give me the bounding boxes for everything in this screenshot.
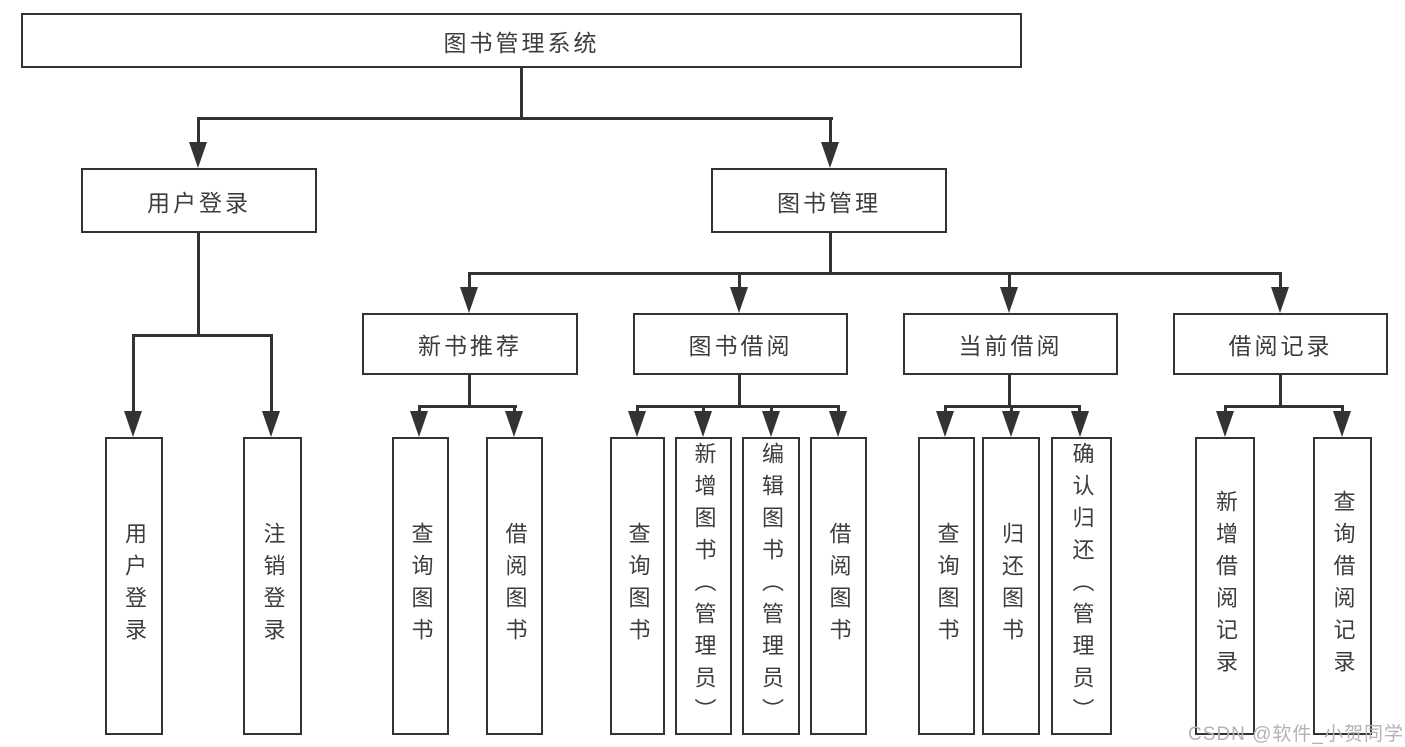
leaf-label: 用户登录 bbox=[122, 522, 147, 650]
leaf-label: 查询图书 bbox=[934, 522, 960, 650]
arrow-down-icon bbox=[829, 411, 847, 437]
arrow-down-icon bbox=[730, 287, 748, 313]
connector-segment bbox=[418, 405, 421, 413]
leaf-label: 查询借阅记录 bbox=[1330, 490, 1356, 682]
arrow-down-icon bbox=[505, 411, 523, 437]
node-new-book-recommend: 新书推荐 bbox=[362, 313, 578, 375]
arrow-down-icon bbox=[694, 411, 712, 437]
leaf-label: 新增借阅记录 bbox=[1213, 490, 1238, 682]
leaf-logout: 注销登录 bbox=[243, 437, 302, 735]
connector-segment bbox=[197, 117, 200, 144]
leaf-user-login: 用户登录 bbox=[105, 437, 163, 735]
node-user-login: 用户登录 bbox=[81, 168, 317, 233]
leaf-return-books: 归还图书 bbox=[982, 437, 1040, 735]
connector-segment bbox=[837, 405, 840, 413]
connector-segment bbox=[1008, 373, 1011, 407]
connector-segment bbox=[1224, 405, 1344, 408]
connector-segment bbox=[132, 334, 135, 412]
connector-segment bbox=[770, 405, 773, 413]
connector-segment bbox=[197, 117, 833, 120]
arrow-down-icon bbox=[189, 142, 207, 168]
leaf-query-borrow-record: 查询借阅记录 bbox=[1313, 437, 1372, 735]
connector-segment bbox=[132, 334, 273, 337]
leaf-label: 归还图书 bbox=[999, 522, 1024, 650]
connector-segment bbox=[636, 405, 840, 408]
connector-segment bbox=[829, 232, 832, 274]
leaf-query-books-recommend: 查询图书 bbox=[392, 437, 449, 735]
node-current-borrow: 当前借阅 bbox=[903, 313, 1118, 375]
arrow-down-icon bbox=[460, 287, 478, 313]
arrow-down-icon bbox=[936, 411, 954, 437]
leaf-add-books-admin: 新增图书（管理员） bbox=[675, 437, 732, 735]
connector-segment bbox=[1078, 405, 1081, 413]
arrow-down-icon bbox=[1216, 411, 1234, 437]
connector-segment bbox=[829, 117, 832, 144]
connector-segment bbox=[197, 232, 200, 336]
connector-segment bbox=[1224, 405, 1227, 413]
leaf-confirm-return-admin: 确认归还（管理员） bbox=[1051, 437, 1112, 735]
connector-segment bbox=[1279, 272, 1282, 289]
connector-segment bbox=[1008, 272, 1011, 289]
node-borrow-records: 借阅记录 bbox=[1173, 313, 1388, 375]
arrow-down-icon bbox=[821, 142, 839, 168]
leaf-label: 注销登录 bbox=[260, 522, 286, 650]
connector-segment bbox=[702, 405, 705, 413]
connector-segment bbox=[520, 68, 523, 119]
arrow-down-icon bbox=[762, 411, 780, 437]
leaf-label: 借阅图书 bbox=[826, 522, 852, 650]
connector-segment bbox=[944, 405, 947, 413]
leaf-add-borrow-record: 新增借阅记录 bbox=[1195, 437, 1255, 735]
connector-segment bbox=[468, 373, 471, 407]
node-root-title: 图书管理系统 bbox=[21, 13, 1022, 68]
leaf-label: 确认归还（管理员） bbox=[1069, 442, 1095, 730]
arrow-down-icon bbox=[262, 411, 280, 437]
watermark: CSDN @软件_小贺同学 bbox=[1188, 724, 1404, 745]
leaf-edit-books-admin: 编辑图书（管理员） bbox=[742, 437, 800, 735]
connector-segment bbox=[1010, 405, 1013, 413]
arrow-down-icon bbox=[1002, 411, 1020, 437]
leaf-borrow-books-recommend: 借阅图书 bbox=[486, 437, 543, 735]
leaf-label: 查询图书 bbox=[408, 522, 434, 650]
arrow-down-icon bbox=[1333, 411, 1351, 437]
node-book-borrow: 图书借阅 bbox=[633, 313, 848, 375]
leaf-query-books-borrow: 查询图书 bbox=[610, 437, 665, 735]
connector-segment bbox=[636, 405, 639, 413]
arrow-down-icon bbox=[1271, 287, 1289, 313]
connector-segment bbox=[468, 272, 1282, 275]
connector-segment bbox=[513, 405, 516, 413]
leaf-label: 编辑图书（管理员） bbox=[759, 442, 784, 730]
leaf-label: 查询图书 bbox=[625, 522, 651, 650]
arrow-down-icon bbox=[1071, 411, 1089, 437]
connector-segment bbox=[418, 405, 517, 408]
arrow-down-icon bbox=[628, 411, 646, 437]
connector-segment bbox=[738, 272, 741, 289]
connector-segment bbox=[270, 334, 273, 412]
connector-segment bbox=[738, 373, 741, 407]
leaf-label: 借阅图书 bbox=[502, 522, 528, 650]
arrow-down-icon bbox=[1000, 287, 1018, 313]
leaf-query-books-current: 查询图书 bbox=[918, 437, 975, 735]
connector-segment bbox=[468, 272, 471, 289]
node-book-management: 图书管理 bbox=[711, 168, 947, 233]
connector-segment bbox=[1279, 373, 1282, 407]
arrow-down-icon bbox=[124, 411, 142, 437]
leaf-label: 新增图书（管理员） bbox=[691, 442, 717, 730]
leaf-borrow-books: 借阅图书 bbox=[810, 437, 867, 735]
arrow-down-icon bbox=[410, 411, 428, 437]
connector-segment bbox=[1341, 405, 1344, 413]
